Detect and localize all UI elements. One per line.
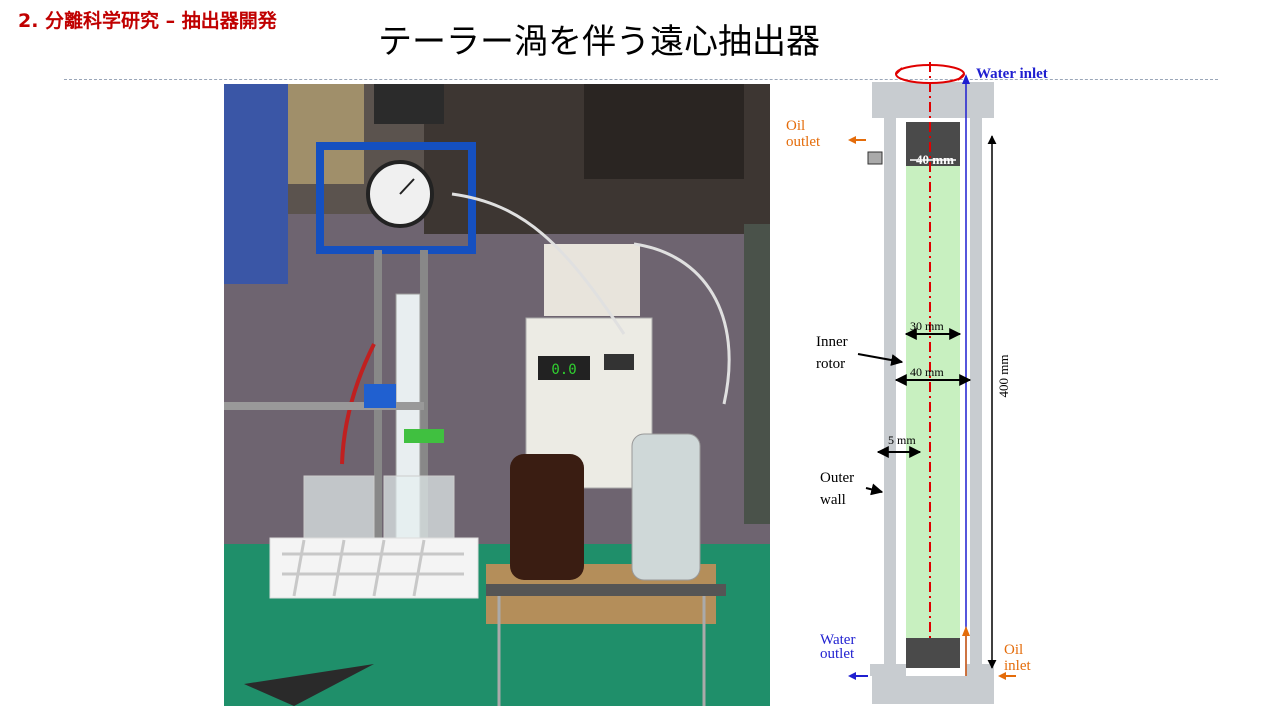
port [867,151,883,165]
top-cap [872,82,994,118]
outer-wall-label-2: wall [820,492,846,508]
gauge-reading: 0.0 [551,362,576,378]
outer-wall-label-1: Outer [820,470,854,486]
section-label: 2. 分離科学研究 – 抽出器開発 [18,10,277,32]
apparatus-photo: 0.0 [224,84,770,706]
pump [544,244,640,316]
clear-bottle [631,433,701,581]
oil-inlet-label-2: inlet [1004,658,1031,674]
oil-outlet-label-2: outlet [786,134,821,150]
brown-bottle [510,454,584,580]
dim-height: 400 mm [996,355,1011,398]
slide-title: テーラー渦を伴う遠心抽出器 [378,22,820,62]
oil-outlet-label-1: Oil [786,118,805,134]
outer-wall-left [884,118,896,668]
dim-rotor-outer: 40 mm [910,365,944,379]
outer-wall-right [970,118,982,668]
water-outlet-label-1: Water [820,632,855,648]
water-inlet-label: Water inlet [976,66,1048,82]
dim-gap: 5 mm [888,433,916,447]
title-divider [64,79,1218,80]
inner-rotor [906,166,960,642]
top-block [906,122,960,166]
inner-rotor-label-1: Inner [816,334,848,350]
bottom-block [906,638,960,668]
bottom-cap [872,676,994,704]
inner-rotor-label-2: rotor [816,356,845,372]
poster [224,84,288,284]
dim-rotor-inner: 30 mm [910,319,944,333]
wire-rack [269,537,479,599]
dim-top-gap: 40 mm [916,152,954,167]
water-outlet-label-2: outlet [820,646,855,662]
extractor-schematic: Water inlet Oil outlet 40 mm 400 mm 30 m… [786,62,1048,704]
oil-inlet-label-1: Oil [1004,642,1023,658]
